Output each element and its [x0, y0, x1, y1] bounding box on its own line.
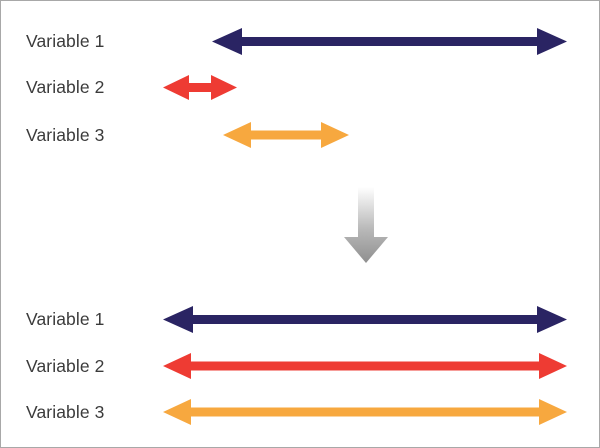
top-row-variable-1: Variable 1 — [1, 21, 599, 61]
bottom-row-variable-1: Variable 1 — [1, 299, 599, 339]
bottom-row-variable-3: Variable 3 — [1, 392, 599, 432]
bottom-row-variable-2-arrow — [163, 346, 567, 386]
top-row-variable-3-arrow — [223, 115, 349, 155]
top-row-variable-2: Variable 2 — [1, 67, 599, 107]
bottom-row-variable-3-label: Variable 3 — [26, 402, 105, 422]
top-row-variable-2-label: Variable 2 — [26, 77, 105, 97]
bottom-row-variable-1-label: Variable 1 — [26, 309, 105, 329]
top-row-variable-1-label: Variable 1 — [26, 31, 105, 51]
bottom-row-variable-1-arrow — [163, 299, 567, 339]
top-row-variable-1-arrow — [212, 21, 567, 61]
bottom-row-variable-2-label: Variable 2 — [26, 356, 105, 376]
top-row-variable-2-arrow — [163, 67, 237, 107]
down-arrow-icon — [344, 187, 388, 263]
top-row-variable-3: Variable 3 — [1, 115, 599, 155]
bottom-row-variable-3-arrow — [163, 392, 567, 432]
top-row-variable-3-label: Variable 3 — [26, 125, 105, 145]
bottom-row-variable-2: Variable 2 — [1, 346, 599, 386]
